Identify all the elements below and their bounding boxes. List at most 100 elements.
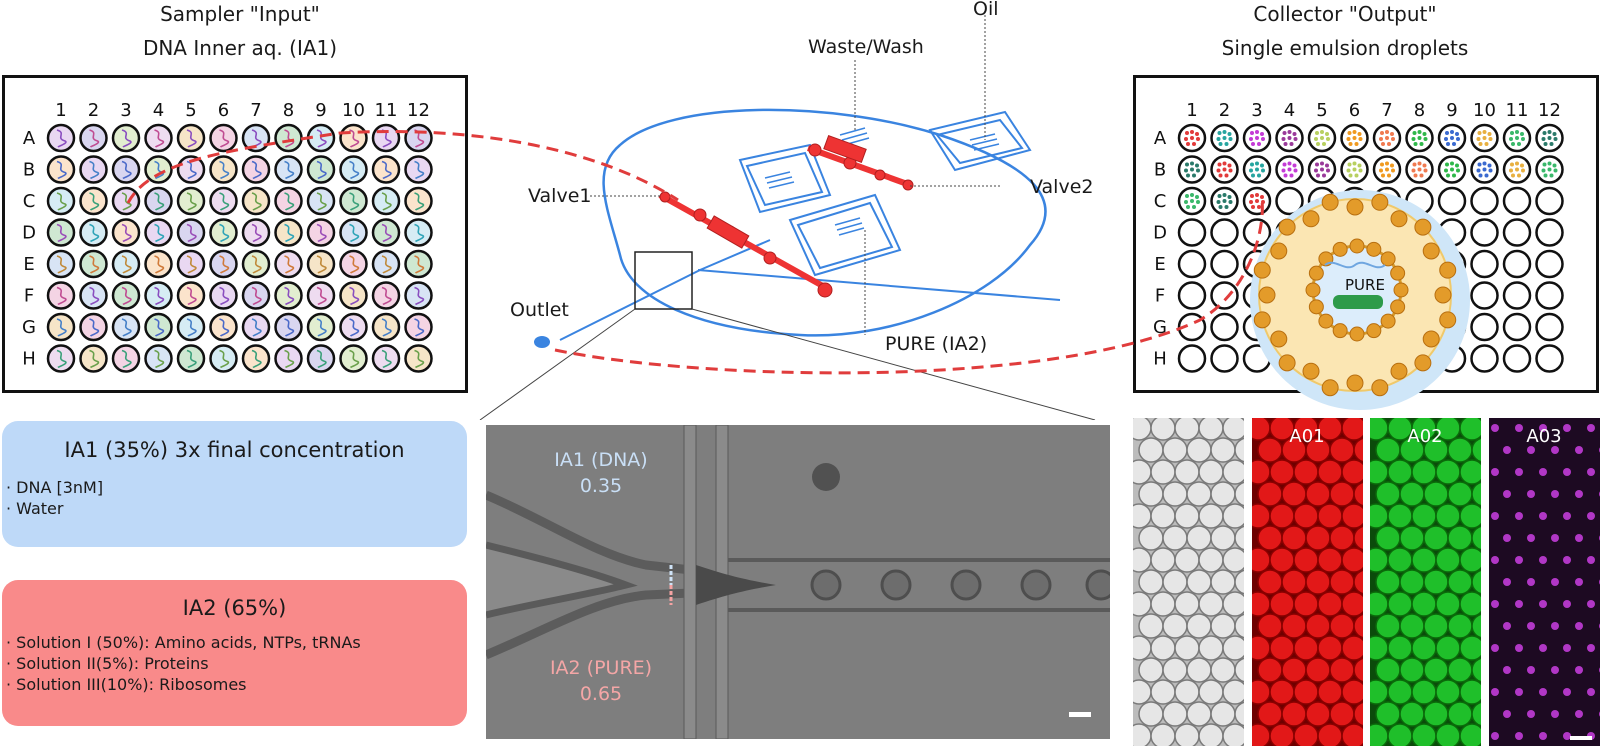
plate-well-dna	[381, 349, 392, 369]
plate-well-droplet	[1444, 168, 1448, 173]
micro-scale-bar	[1069, 712, 1091, 717]
ribosome-cluster	[1333, 295, 1383, 309]
plate-well-dna	[56, 349, 67, 369]
droplet	[1317, 459, 1343, 485]
plate-column-label: 3	[1251, 100, 1262, 121]
plate-well-droplet	[1217, 162, 1222, 167]
plate-row-label: E	[1154, 254, 1165, 275]
droplet	[1370, 503, 1389, 529]
plate-well-dna	[186, 129, 197, 148]
droplet	[1293, 547, 1319, 573]
droplet	[1162, 437, 1188, 463]
plate-well	[1470, 312, 1499, 342]
droplet	[1317, 723, 1343, 746]
micro-droplets	[810, 569, 1110, 601]
plate-well-droplet	[1381, 142, 1385, 146]
outlet-to-collector-connector	[554, 199, 1264, 375]
chip-electrode-center	[834, 217, 865, 236]
droplet-signal	[1491, 732, 1499, 740]
plate-well-droplet	[1477, 131, 1482, 135]
inner-lipid-head	[1349, 326, 1365, 342]
droplet	[1252, 547, 1271, 573]
plate-well-droplet	[1283, 142, 1288, 146]
plate-well-dna	[251, 286, 262, 306]
pure-label: PURE (IA2)	[885, 333, 988, 355]
droplet	[1317, 503, 1343, 529]
plate-well-droplet	[1511, 142, 1515, 146]
plate-well-droplet	[1190, 161, 1194, 166]
plate-well-droplet	[1222, 136, 1227, 140]
plate-well-dna	[56, 160, 67, 180]
lipid-head	[1439, 261, 1457, 279]
plate-well-droplet	[1293, 137, 1298, 141]
plate-well-droplet	[1320, 167, 1324, 172]
plate-well-droplet	[1476, 137, 1481, 141]
droplet	[1435, 459, 1461, 485]
plate-well-dna	[154, 192, 165, 211]
lipid-head	[1414, 354, 1432, 372]
plate-well-droplet	[1352, 130, 1357, 134]
plate-well-droplet	[1348, 173, 1353, 178]
plate-well-droplet	[1411, 168, 1416, 173]
droplet	[1222, 679, 1244, 705]
plate-well-dna	[186, 286, 197, 306]
plate-column-label: 12	[1538, 100, 1561, 121]
plate-well-droplet	[1260, 163, 1264, 168]
plate-well-droplet	[1385, 136, 1389, 140]
droplet	[1447, 701, 1473, 727]
plate-column-label: 4	[1284, 100, 1295, 121]
plate-well-droplet	[1456, 168, 1460, 173]
lipid-head	[1278, 354, 1296, 372]
plate-row-label: H	[1153, 349, 1167, 370]
droplet	[1186, 569, 1212, 595]
droplet-signal	[1575, 710, 1583, 718]
zoom-line-right	[691, 308, 1096, 420]
ia1-dna-value: 0.35	[579, 475, 623, 497]
droplet	[1252, 459, 1271, 485]
droplet-signal	[1515, 732, 1523, 740]
ia2-pure-value: 0.65	[579, 683, 623, 705]
droplet	[1234, 525, 1244, 551]
plate-well-droplet	[1482, 161, 1487, 166]
droplet	[1257, 481, 1283, 507]
plate-well-dna	[89, 318, 100, 337]
droplet-signal	[1515, 424, 1523, 432]
droplet	[1150, 547, 1176, 573]
plate-well-dna	[251, 255, 262, 274]
droplet	[1269, 723, 1295, 746]
plate-well-droplet	[1541, 168, 1546, 173]
droplet	[1234, 569, 1244, 595]
plate-well-droplet	[1478, 142, 1483, 146]
droplet-signal	[1539, 424, 1547, 432]
droplet-signal	[1563, 688, 1571, 696]
droplet	[1150, 459, 1176, 485]
chip-collector-channel	[697, 269, 1061, 301]
droplet-signal	[1527, 490, 1535, 498]
droplet	[1210, 525, 1236, 551]
droplet	[1210, 481, 1236, 507]
droplet-signal	[1515, 556, 1523, 564]
droplet	[1459, 503, 1481, 529]
droplet	[1459, 679, 1481, 705]
lipid-head	[1422, 330, 1440, 348]
valve1-node-1	[659, 191, 671, 203]
droplet-signal	[1551, 446, 1559, 454]
droplet	[1423, 481, 1449, 507]
plate-row-label: C	[1154, 191, 1167, 212]
plate-well-droplet	[1445, 162, 1449, 167]
plate-well	[1535, 249, 1564, 279]
plate-well-dna	[316, 223, 327, 243]
chip-outline	[602, 108, 1047, 337]
plate-well-droplet	[1346, 168, 1351, 173]
droplet	[1329, 569, 1355, 595]
plate-well-droplet	[1515, 167, 1519, 172]
plate-row-label: D	[22, 223, 36, 244]
plate-well-droplet	[1450, 161, 1454, 166]
plate-well-droplet	[1224, 173, 1229, 178]
droplet-signal	[1515, 688, 1523, 696]
plate-well-droplet	[1358, 137, 1363, 141]
droplet	[1317, 679, 1343, 705]
droplet	[1234, 701, 1244, 727]
plate-well-droplet	[1387, 173, 1391, 178]
